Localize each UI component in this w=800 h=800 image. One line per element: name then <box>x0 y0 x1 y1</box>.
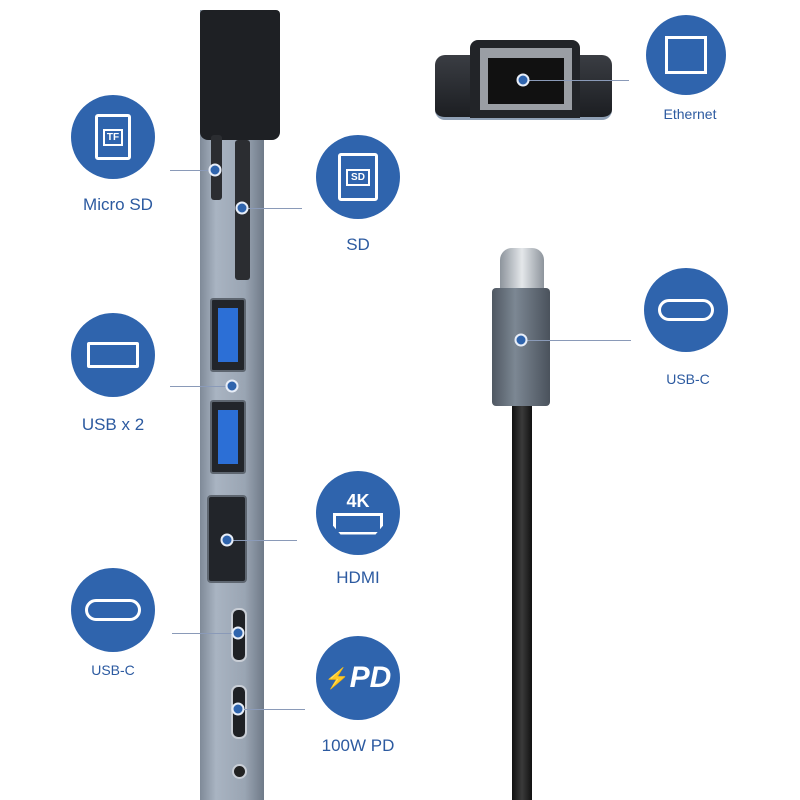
audio-jack <box>232 764 247 779</box>
hdmi-4k-icon: 4K <box>316 471 400 555</box>
cable <box>512 406 532 800</box>
leader-line <box>242 208 302 209</box>
marker-dot <box>231 702 245 716</box>
leader-line <box>170 386 232 387</box>
tf-icon-text: TF <box>102 128 124 146</box>
pd-icon-text: PD <box>349 661 392 694</box>
marker-dot <box>235 201 249 215</box>
marker-dot <box>514 333 528 347</box>
usb-c-left-label: USB-C <box>91 662 135 678</box>
pd-label: 100W PD <box>321 736 395 755</box>
usb-c-plug-tip <box>500 248 544 292</box>
leader-line <box>227 540 297 541</box>
leader-line <box>521 340 631 341</box>
usb-c-right-icon <box>644 268 728 352</box>
leader-line <box>523 80 629 81</box>
marker-dot <box>516 73 530 87</box>
micro-sd-label: Micro SD <box>83 195 153 214</box>
usb-c-right-label: USB-C <box>666 371 710 387</box>
hdmi-label: HDMI <box>336 568 380 587</box>
micro-sd-icon: TF <box>71 95 155 179</box>
usb-icon <box>71 313 155 397</box>
ethernet-label: Ethernet <box>663 106 717 122</box>
marker-dot <box>220 533 234 547</box>
sd-card-icon: SD <box>316 135 400 219</box>
ethernet-icon <box>646 15 726 95</box>
usb-label: USB x 2 <box>81 415 145 434</box>
leader-line <box>170 170 215 171</box>
marker-dot <box>231 626 245 640</box>
usb-port-2 <box>210 400 246 474</box>
leader-line <box>238 709 305 710</box>
sd-icon-text: SD <box>346 168 370 186</box>
usb-port-1 <box>210 298 246 372</box>
sd-label: SD <box>346 235 370 254</box>
usb-c-left-icon <box>71 568 155 652</box>
4k-icon-text: 4K <box>346 490 370 511</box>
marker-dot <box>225 379 239 393</box>
marker-dot <box>208 163 222 177</box>
power-delivery-icon: ⚡PD <box>316 636 400 720</box>
lightning-icon: ⚡ <box>324 667 350 690</box>
usb-c-plug-housing <box>492 288 550 406</box>
leader-line <box>172 633 238 634</box>
hub-top-cap <box>200 10 280 140</box>
